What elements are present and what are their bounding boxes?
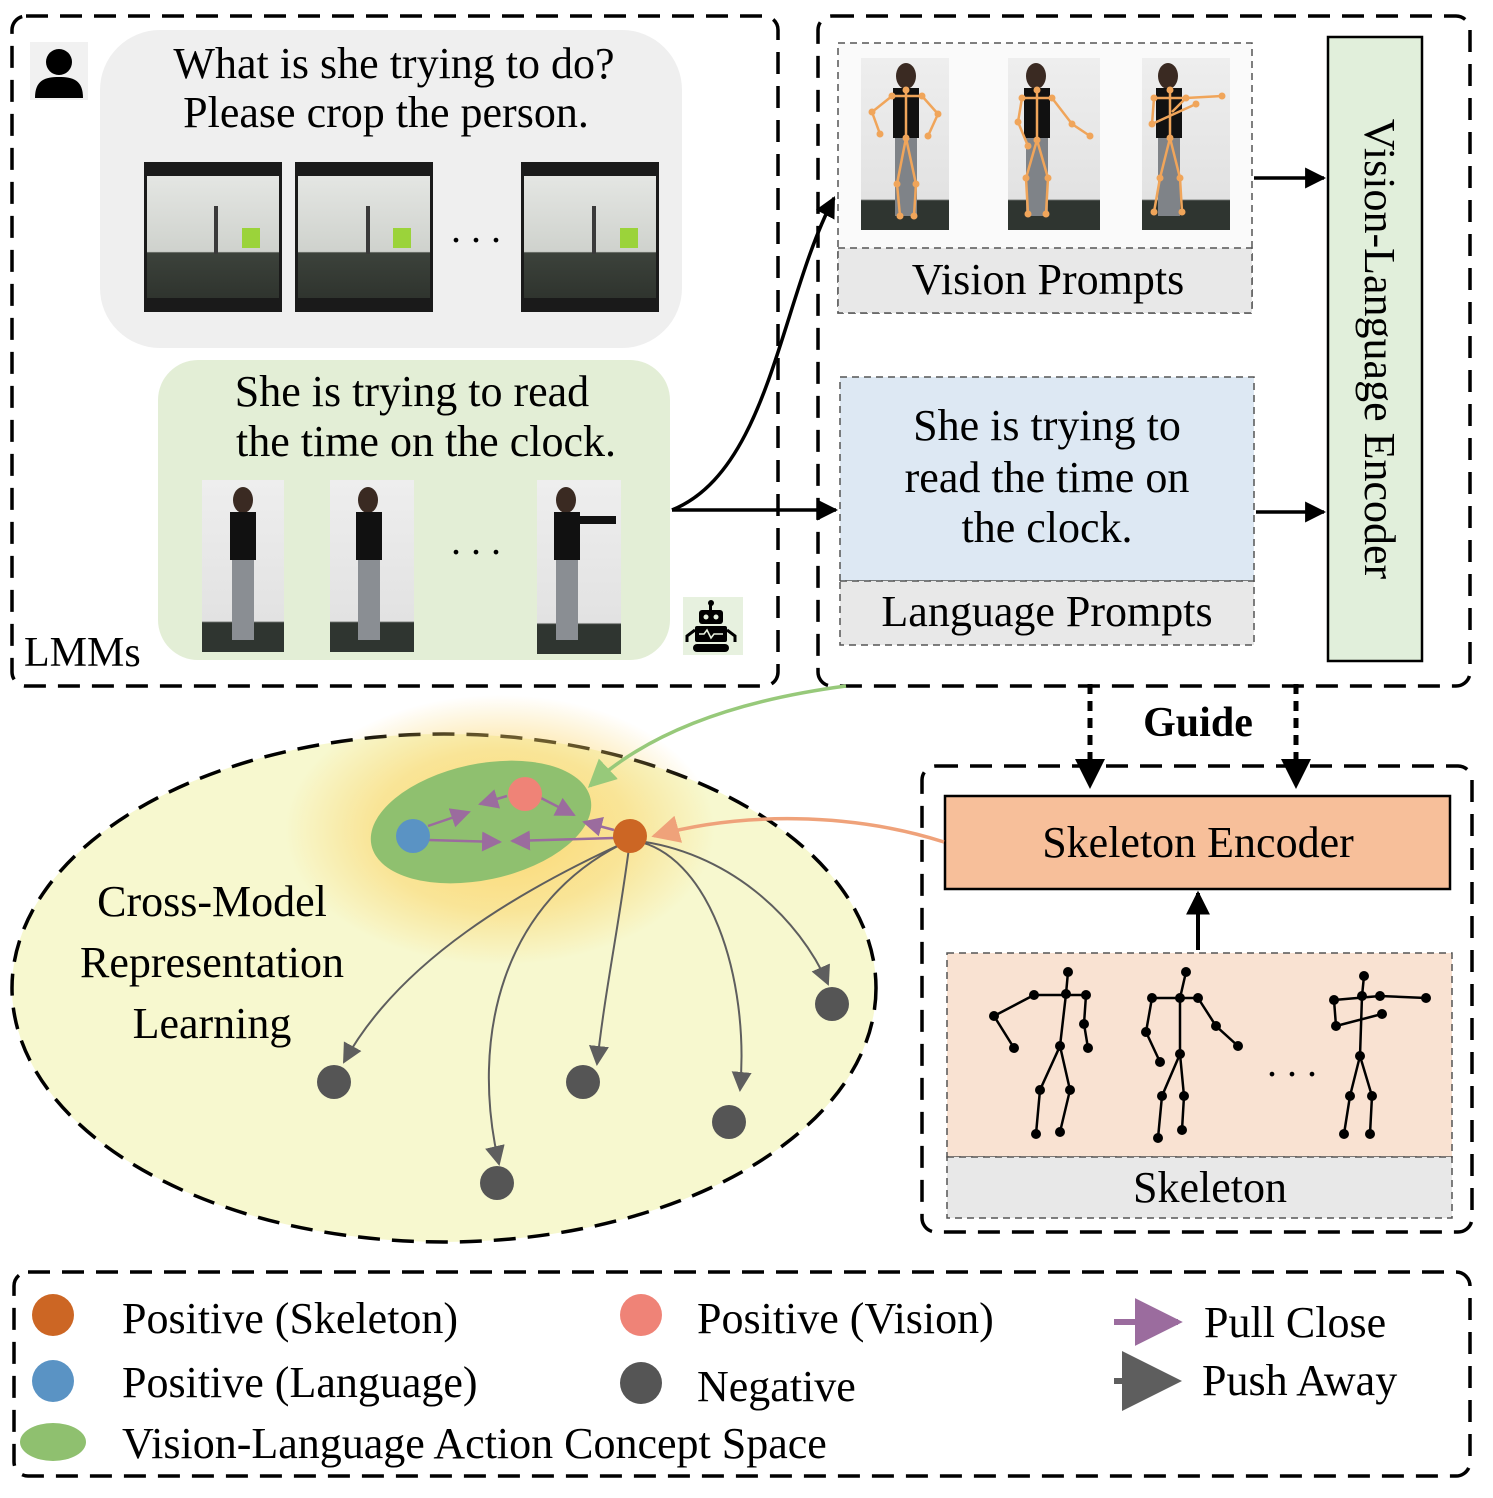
- legend-positive-vision: Positive (Vision): [620, 1294, 994, 1343]
- legend-positive-skeleton: Positive (Skeleton): [32, 1294, 458, 1343]
- push-away-arrows: [343, 839, 830, 1166]
- positive-language-point: [396, 819, 430, 853]
- negative-point: [480, 1166, 514, 1200]
- svg-text:Vision-Language Action Concept: Vision-Language Action Concept Space: [122, 1419, 827, 1468]
- pull-close-arrows: [427, 789, 615, 852]
- skeleton-label: Skeleton: [1133, 1163, 1287, 1212]
- language-prompt-line-3: the clock.: [961, 503, 1132, 552]
- video-frame-2: [295, 162, 433, 312]
- answer-line-2: the time on the clock.: [236, 417, 616, 466]
- space-title-line-1: Cross-Model: [97, 877, 327, 926]
- question-line-1: What is she trying to do?: [173, 39, 614, 88]
- vision-language-encoder-label: Vision-Language Encoder: [1355, 119, 1404, 580]
- negative-point: [566, 1065, 600, 1099]
- svg-text:Positive (Vision): Positive (Vision): [697, 1294, 994, 1343]
- skeleton-sequence-box: Skeleton: [946, 952, 1453, 1219]
- vision-prompts-box: Vision Prompts: [837, 42, 1253, 314]
- answer-to-vision-arrow: [671, 196, 836, 512]
- language-prompt-line-1: She is trying to: [913, 401, 1181, 450]
- svg-text:Pull Close: Pull Close: [1204, 1298, 1386, 1347]
- person-crops: . . .: [202, 480, 621, 654]
- legend-negative: Negative: [620, 1362, 856, 1411]
- skeleton-figure-2: [1141, 967, 1243, 1143]
- negative-point: [712, 1105, 746, 1139]
- svg-text:Positive (Language): Positive (Language): [122, 1358, 478, 1407]
- video-frame-3: [521, 162, 659, 312]
- person-crop-3: [537, 480, 621, 654]
- svg-text:Negative: Negative: [697, 1362, 856, 1411]
- guide-arrows: Guide: [1075, 684, 1311, 789]
- video-frames: . . .: [144, 162, 659, 312]
- robot-icon: [683, 597, 743, 655]
- question-line-2: Please crop the person.: [183, 88, 589, 137]
- lmm-label: LMMs: [24, 630, 141, 676]
- answer-line-1: She is trying to read: [235, 367, 589, 416]
- legend-pull-close: Pull Close: [1114, 1298, 1386, 1347]
- user-question-bubble: What is she trying to do? Please crop th…: [100, 30, 682, 348]
- skeleton-panel: Skeleton Encoder Skeleton: [920, 764, 1474, 1234]
- lmm-panel: What is she trying to do? Please crop th…: [10, 14, 780, 688]
- legend-push-away: Push Away: [1114, 1351, 1397, 1411]
- language-prompt-line-2: read the time on: [905, 453, 1190, 502]
- skeleton-encoder-label: Skeleton Encoder: [1042, 818, 1354, 867]
- representation-space: Cross-Model Representation Learning: [10, 695, 878, 1244]
- skeleton-figure-1: [989, 967, 1093, 1139]
- assistant-answer-bubble: She is trying to read the time on the cl…: [158, 360, 670, 660]
- crops-ellipsis: . . .: [451, 518, 501, 563]
- person-crop-2: [330, 480, 414, 652]
- legend-positive-language: Positive (Language): [32, 1358, 478, 1407]
- vision-prompts-label: Vision Prompts: [912, 255, 1184, 304]
- skeleton-encoder: Skeleton Encoder: [943, 794, 1452, 891]
- person-crop-1: [202, 480, 284, 652]
- skeleton-encoder-to-point-arrow: [651, 815, 945, 844]
- frames-ellipsis: . . .: [451, 206, 501, 251]
- pose-image-3: [1142, 58, 1230, 230]
- space-title-line-3: Learning: [133, 999, 292, 1048]
- legend: Positive (Skeleton) Positive (Vision) Pu…: [12, 1270, 1472, 1478]
- pose-image-1: [861, 58, 949, 230]
- svg-text:Push Away: Push Away: [1202, 1356, 1397, 1405]
- vision-language-to-concept-arrow: [587, 684, 847, 788]
- negative-point: [815, 987, 849, 1021]
- positive-skeleton-point: [613, 819, 647, 853]
- prompts-panel: Vision Prompts: [816, 14, 1472, 688]
- pose-image-2: [1008, 58, 1100, 230]
- negative-point: [317, 1065, 351, 1099]
- svg-text:Positive (Skeleton): Positive (Skeleton): [122, 1294, 458, 1343]
- legend-concept-space: Vision-Language Action Concept Space: [20, 1419, 827, 1468]
- positive-vision-point: [508, 777, 542, 811]
- language-prompts-label: Language Prompts: [881, 587, 1212, 636]
- space-title-line-2: Representation: [80, 938, 344, 987]
- language-prompts-box: She is trying to read the time on the cl…: [839, 376, 1255, 646]
- skeleton-ellipsis: . . .: [1267, 1040, 1317, 1085]
- video-frame-1: [144, 162, 282, 312]
- vision-language-encoder: Vision-Language Encoder: [1326, 35, 1424, 663]
- guide-label: Guide: [1143, 700, 1253, 746]
- skeleton-figure-3: [1329, 971, 1431, 1139]
- person-icon: [30, 42, 88, 100]
